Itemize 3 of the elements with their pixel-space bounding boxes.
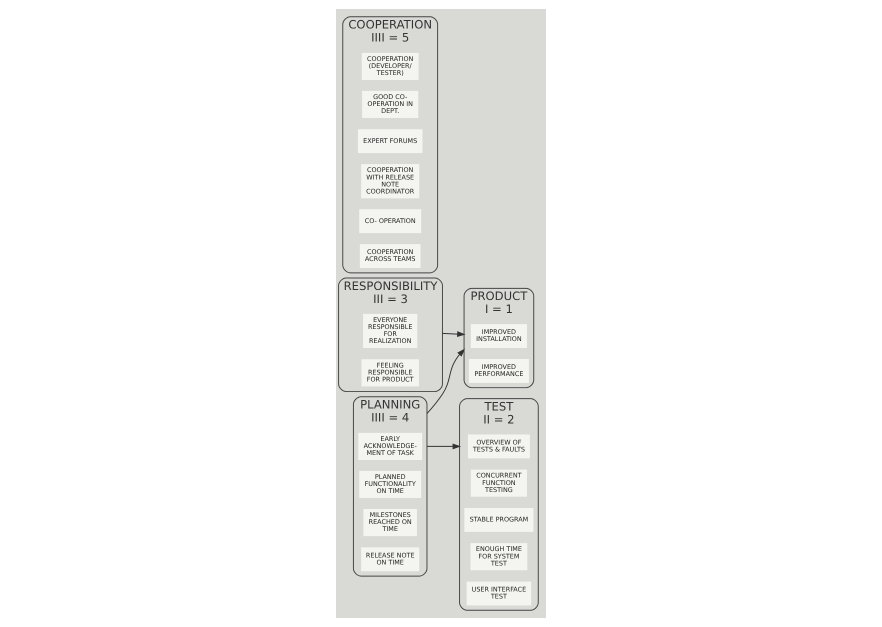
arrow	[426, 348, 466, 414]
arrow	[442, 331, 466, 338]
arrow	[426, 443, 462, 450]
